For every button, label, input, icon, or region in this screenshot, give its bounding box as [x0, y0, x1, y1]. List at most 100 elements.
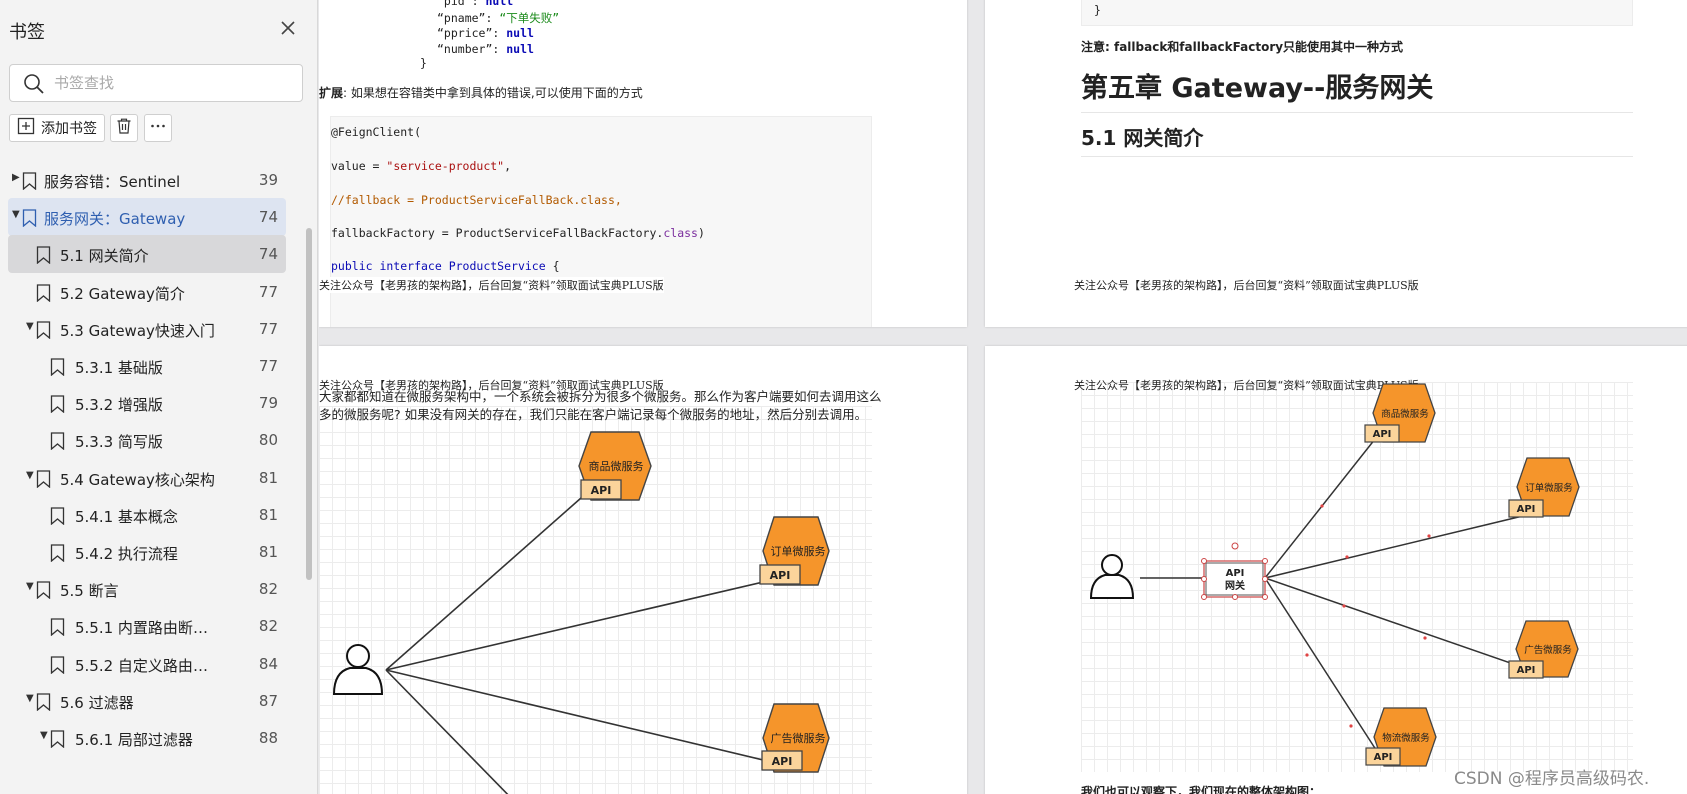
- code-line-1: @FeignClient(: [331, 125, 421, 139]
- service-label: 商品微服务: [589, 459, 644, 473]
- watermark: CSDN @程序员高级码农.: [1454, 769, 1650, 789]
- bookmark-icon: [50, 507, 65, 529]
- api-label: API: [1517, 665, 1536, 676]
- bookmark-page: 88: [258, 729, 278, 747]
- bookmark-icon: [36, 581, 51, 603]
- bookmark-icon: [50, 432, 65, 454]
- bookmark-item[interactable]: 5.5.2 自定义路由断言...84: [8, 645, 286, 683]
- expand-caret-icon[interactable]: ▼: [40, 730, 48, 741]
- gateway-label: API: [1226, 568, 1245, 579]
- expand-caret-icon[interactable]: ▼: [26, 469, 34, 481]
- sidebar-title: 书签: [9, 22, 45, 43]
- bookmark-label: 5.1 网关简介: [60, 247, 149, 266]
- bookmark-icon: [50, 618, 65, 640]
- json-line: “pid”: null: [437, 0, 513, 8]
- bookmark-item[interactable]: ▼ 5.6.1 局部过滤器 88: [8, 719, 286, 757]
- code-line-4: fallbackFactory = ProductServiceFallBack…: [331, 226, 705, 240]
- bookmark-page: 80: [258, 431, 278, 450]
- section-title: 5.1 网关简介: [1081, 126, 1204, 150]
- code-token: {: [545, 259, 560, 273]
- api-gateway-node: API 网关: [1201, 542, 1268, 600]
- search-icon: [23, 73, 45, 99]
- bookmark-page: 87: [258, 691, 278, 710]
- add-bookmark-button[interactable]: 添加书签: [9, 114, 105, 142]
- diagram-with-gateway: API 网关 商品微服务 API 订单微服务: [1089, 383, 1580, 767]
- expand-caret-icon[interactable]: ▼: [26, 581, 34, 593]
- bookmark-label: 5.5 断言: [60, 582, 119, 601]
- code-line-5: public interface ProductService {: [331, 259, 560, 273]
- bookmark-page: 39: [258, 171, 278, 189]
- bookmark-icon: [50, 395, 65, 417]
- expand-caret-icon[interactable]: ▼: [26, 320, 34, 332]
- code-token: ,: [504, 159, 512, 173]
- code-line-2: value = "service-product",: [331, 159, 511, 173]
- service-label: 广告微服务: [771, 731, 826, 745]
- bookmark-label: 5.3 Gateway快速入门: [60, 321, 215, 340]
- bookmark-icon: [36, 246, 51, 268]
- sidebar-scrollbar[interactable]: [306, 228, 312, 580]
- bookmark-label: 5.6.1 局部过滤器: [75, 731, 193, 749]
- page-footer: 关注公众号【老男孩的架构路】，后台回复“资料”领取面试宝典PLUS版: [1074, 279, 1419, 292]
- page-header: 关注公众号【老男孩的架构路】，后台回复“资料”领取面试宝典PLUS版: [319, 379, 664, 392]
- note-text: 注意: fallback和fallbackFactory只能使用其中一种方式: [1081, 40, 1404, 54]
- bookmark-label: 5.6 过滤器: [60, 693, 134, 712]
- json-key: “pprice”: [437, 26, 493, 40]
- code-block: @FeignClient( value = "service-product",…: [330, 116, 872, 327]
- code-class-name: ProductService: [448, 259, 546, 273]
- json-line: “pprice”: null: [437, 26, 534, 40]
- expand-label: 扩展: [319, 86, 344, 100]
- json-key: “pid”: [437, 0, 472, 8]
- code-brace: }: [1094, 3, 1101, 17]
- expand-caret-icon[interactable]: ▼: [12, 209, 20, 221]
- json-sep: :: [471, 0, 486, 8]
- divider: [1081, 112, 1633, 113]
- bookmark-icon: [36, 283, 51, 306]
- bookmark-item[interactable]: ▼ 5.3 Gateway快速入门 77: [8, 310, 286, 348]
- more-options-button[interactable]: [144, 114, 172, 142]
- code-line-3: //fallback = ProductServiceFallBack.clas…: [331, 193, 622, 207]
- bookmark-icon: [36, 321, 51, 343]
- page-bottom-left: 关注公众号【老男孩的架构路】，后台回复“资料”领取面试宝典PLUS版 大家都都知…: [319, 346, 967, 794]
- bookmark-page: 77: [258, 319, 278, 338]
- bookmark-sidebar: 书签 添加书签: [0, 0, 318, 794]
- delete-bookmark-button[interactable]: [110, 114, 138, 142]
- bookmark-icon: [36, 693, 51, 715]
- api-label: API: [1374, 752, 1393, 763]
- page-top-left: “pid”: null“pname”: “下单失败”“pprice”: null…: [319, 0, 967, 327]
- bookmark-search-input[interactable]: [54, 71, 294, 95]
- expand-paragraph: 扩展: 如果想在容错类中拿到具体的错误,可以使用下面的方式: [319, 84, 643, 101]
- bookmark-icon: [36, 469, 51, 492]
- code-keyword: public interface: [331, 259, 449, 273]
- chapter-title: 第五章 Gateway--服务网关: [1081, 73, 1434, 104]
- bookmark-label: 5.4.1 基本概念: [75, 507, 178, 526]
- product-service-node: 商品微服务 API: [1364, 383, 1436, 443]
- bookmark-label: 5.3.1 基础版: [75, 359, 163, 377]
- json-value: null: [485, 0, 514, 8]
- json-key: “pname”: [437, 11, 486, 25]
- service-label: 广告微服务: [1524, 644, 1572, 656]
- code-token: ): [697, 226, 705, 240]
- collapse-caret-icon[interactable]: ▶: [12, 172, 20, 183]
- expand-caret-icon[interactable]: ▼: [26, 692, 34, 704]
- bookmark-item[interactable]: 5.5.1 内置路由断言工厂82: [8, 607, 286, 645]
- close-icon[interactable]: [278, 18, 298, 38]
- order-service-node: 订单微服务 API: [1508, 457, 1580, 518]
- bookmark-item[interactable]: ▼ 5.6 过滤器 87: [8, 682, 286, 720]
- page-top-right: } 注意: fallback和fallbackFactory只能使用其中一种方式…: [985, 0, 1687, 327]
- divider: [1081, 156, 1633, 157]
- bookmark-page: 74: [258, 208, 278, 227]
- logistics-service-node: 物流微服务 API: [1365, 707, 1437, 767]
- code-keyword: class: [663, 226, 698, 240]
- json-key: “number”: [437, 42, 493, 56]
